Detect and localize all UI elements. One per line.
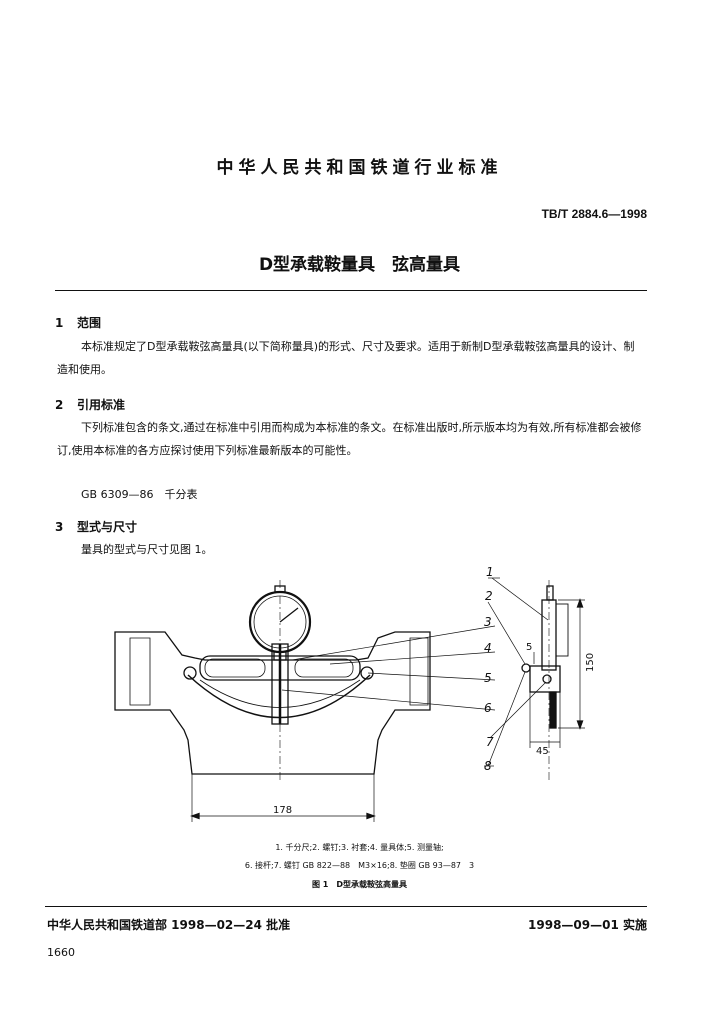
- reference-item: GB 6309—86 千分表: [81, 488, 198, 501]
- callout-7: 7: [486, 735, 494, 749]
- figure-legend-line-1: 1. 千分尺;2. 螺钉;3. 衬套;4. 量具体;5. 测量轴;: [275, 843, 444, 852]
- callout-3: 3: [484, 615, 492, 629]
- section-title: 型式与尺寸: [77, 520, 138, 534]
- side-bolt: [542, 674, 552, 684]
- callout-6: 6: [484, 701, 492, 715]
- dim-arrow-right: [366, 812, 376, 820]
- leader-5: [367, 672, 496, 681]
- figure-caption: 图 1 D型承载鞍弦高量具: [312, 880, 407, 889]
- leader-8: [487, 671, 526, 767]
- dim-label-178: 178: [273, 805, 292, 816]
- figure-legend-line-2: 6. 接杆;7. 螺钉 GB 822—88 M3×16;8. 垫圈 GB 93—…: [244, 861, 475, 870]
- implementation-date: 1998—09—01 实施: [528, 918, 647, 932]
- approval-statement: 中华人民共和国铁道部 1998—02—24 批准: [47, 918, 291, 932]
- left-screw: [183, 666, 197, 680]
- side-body: [529, 665, 561, 693]
- callout-4: 4: [484, 641, 492, 655]
- dim-label-5: 5: [526, 642, 532, 653]
- section-title: 引用标准: [77, 398, 126, 412]
- dim-150-arrow-bottom: [576, 720, 584, 730]
- right-pad: [409, 637, 429, 706]
- side-probe: [549, 691, 557, 729]
- org-title: 中华人民共和国铁道行业标准: [216, 158, 503, 178]
- page-number: 1660: [47, 946, 75, 959]
- standard-number: TB/T 2884.6—1998: [541, 207, 647, 221]
- callout-1: 1: [486, 565, 494, 579]
- section-number: 2: [55, 398, 64, 412]
- gauge-body-outline: [114, 631, 431, 775]
- callout-5: 5: [484, 671, 492, 685]
- leader-2: [487, 601, 526, 665]
- section-2-heading: 2 引用标准: [55, 396, 125, 413]
- dim-label-150: 150: [585, 653, 596, 672]
- left-slot: [204, 658, 266, 678]
- leader-7: [489, 681, 547, 739]
- section-3-paragraph: 量具的型式与尺寸见图 1。: [81, 543, 213, 556]
- dim-arrow-left: [190, 812, 200, 820]
- callout-2: 2: [485, 589, 493, 603]
- side-screw-head: [521, 663, 531, 673]
- side-indicator-top: [546, 585, 554, 601]
- side-indicator-bracket: [555, 603, 569, 657]
- section-number: 3: [55, 520, 64, 534]
- document-title: D型承载鞍量具 弦高量具: [258, 255, 461, 275]
- section-number: 1: [55, 316, 64, 330]
- header-rule: [55, 290, 647, 291]
- leader-3: [291, 625, 496, 661]
- section-3-heading: 3 型式与尺寸: [55, 518, 137, 535]
- callout-8: 8: [484, 759, 492, 773]
- leader-1: [491, 577, 549, 621]
- section-1-heading: 1 范围: [55, 314, 101, 331]
- section-title: 范围: [77, 316, 102, 330]
- figure-1-drawing: 1 2 3 4 5 6 7 8 178 45 5 150: [114, 565, 596, 822]
- footer-rule: [45, 906, 647, 907]
- dial-needle: [279, 607, 299, 623]
- section-1-paragraph: 本标准规定了D型承载鞍弦高量具(以下简称量具)的形式、尺寸及要求。适用于新制D型…: [57, 340, 635, 376]
- left-pad: [129, 637, 151, 706]
- leader-6: [281, 689, 496, 711]
- leader-4: [329, 651, 496, 665]
- section-2-paragraph: 下列标准包含的条文,通过在标准中引用而构成为本标准的条文。在标准出版时,所示版本…: [57, 421, 642, 457]
- dim-150-arrow-top: [576, 598, 584, 608]
- right-slot: [294, 658, 354, 678]
- dim-label-45: 45: [536, 746, 549, 757]
